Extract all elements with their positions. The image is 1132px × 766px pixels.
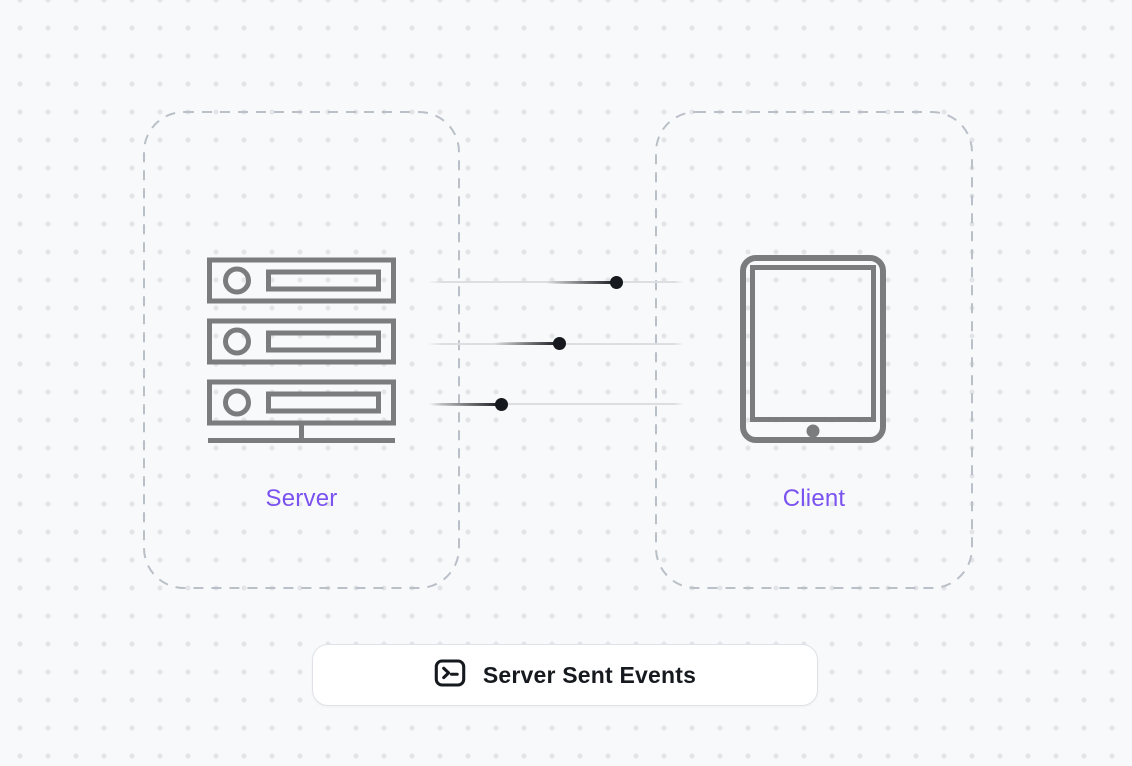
sse-badge-label: Server Sent Events (482, 661, 697, 688)
server-rack-icon (205, 255, 398, 448)
server-box-border (143, 111, 460, 589)
server-label: Server (265, 485, 338, 512)
stream-dot (552, 337, 566, 350)
stream-trail (430, 402, 501, 406)
event-stream (428, 337, 684, 351)
stream-dot (494, 397, 508, 411)
event-stream (428, 397, 684, 411)
event-stream (428, 275, 684, 289)
client-label: Client (782, 485, 846, 512)
client-box (655, 111, 973, 589)
client-box-border (655, 111, 973, 589)
server-box (143, 111, 460, 589)
stream-dot (609, 275, 623, 289)
stream-trail (546, 280, 616, 284)
stream-line (428, 403, 684, 405)
stream-trail (494, 342, 559, 345)
terminal-icon (434, 657, 466, 694)
sse-badge-button[interactable]: Server Sent Events (312, 644, 818, 706)
tablet-icon (740, 255, 886, 448)
